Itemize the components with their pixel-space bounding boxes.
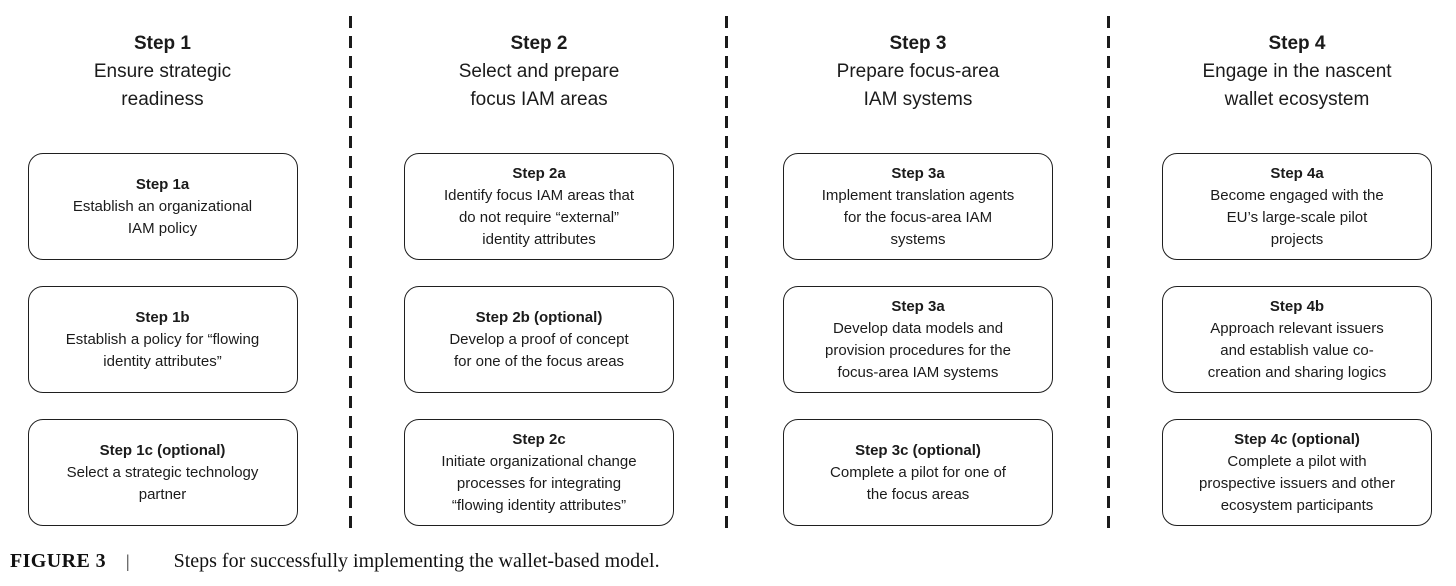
step-box-text: Implement translation agents for the foc… [821, 186, 1015, 248]
step-box-3b: Step 3a Develop data models and provisio… [783, 286, 1053, 393]
step-box-title: Step 1a [135, 175, 190, 193]
step-column-3: Step 3 Prepare focus-area IAM systems St… [727, 0, 1109, 540]
column-1-subtitle: Ensure strategic readiness [93, 61, 232, 110]
step-box-4a: Step 4a Become engaged with the EU’s lar… [1162, 153, 1432, 260]
step-box-text: Select a strategic technology partner [66, 463, 259, 503]
column-4-subtitle: Engage in the nascent wallet ecosystem [1202, 61, 1392, 110]
column-3-header: Step 3 Prepare focus-area IAM systems [837, 30, 1000, 114]
column-4-header: Step 4 Engage in the nascent wallet ecos… [1202, 30, 1391, 114]
step-box-title: Step 1c (optional) [99, 441, 226, 459]
column-4-boxes: Step 4a Become engaged with the EU’s lar… [1162, 153, 1432, 552]
step-box-3a: Step 3a Implement translation agents for… [783, 153, 1053, 260]
step-column-4: Step 4 Engage in the nascent wallet ecos… [1109, 0, 1456, 540]
step-box-title: Step 2a [512, 164, 566, 182]
step-column-1: Step 1 Ensure strategic readiness Step 1… [0, 0, 351, 540]
step-box-text: Complete a pilot for one of the focus ar… [830, 463, 1006, 503]
step-box-1c: Step 1c (optional) Select a strategic te… [27, 419, 298, 526]
figure-caption-label: FIGURE 3 [10, 550, 106, 572]
column-divider [349, 16, 352, 531]
step-box-1a: Step 1a Establish an organizational IAM … [27, 153, 298, 260]
column-1-boxes: Step 1a Establish an organizational IAM … [27, 153, 298, 552]
column-1-header: Step 1 Ensure strategic readiness [94, 30, 231, 114]
step-box-text: Establish an organizational IAM policy [72, 197, 253, 237]
column-2-title: Step 2 [510, 33, 568, 54]
figure-caption: FIGURE 3 | Steps for successfully implem… [10, 550, 660, 573]
column-1-title: Step 1 [133, 33, 191, 54]
step-box-title: Step 2b (optional) [475, 308, 603, 326]
step-box-title: Step 2c [512, 430, 566, 448]
column-divider [1107, 16, 1110, 531]
step-box-3c: Step 3c (optional) Complete a pilot for … [783, 419, 1053, 526]
step-box-title: Step 3a [891, 297, 945, 315]
step-box-text: Complete a pilot with prospective issuer… [1199, 452, 1395, 514]
column-2-boxes: Step 2a Identify focus IAM areas that do… [404, 153, 674, 552]
step-box-title: Step 1b [135, 308, 190, 326]
column-3-title: Step 3 [889, 33, 947, 54]
step-box-text: Develop data models and provision proced… [825, 319, 1011, 381]
step-box-2b: Step 2b (optional) Develop a proof of co… [404, 286, 674, 393]
step-box-text: Approach relevant issuers and establish … [1207, 319, 1387, 381]
step-box-title: Step 3c (optional) [855, 441, 981, 459]
step-columns: Step 1 Ensure strategic readiness Step 1… [0, 0, 1456, 540]
step-box-title: Step 4b [1269, 297, 1325, 315]
column-divider [725, 16, 728, 531]
column-3-subtitle: Prepare focus-area IAM systems [836, 61, 1000, 110]
step-box-text: Initiate organizational change processes… [441, 452, 637, 514]
figure-caption-separator: | [125, 551, 130, 571]
step-box-2c: Step 2c Initiate organizational change p… [404, 419, 674, 526]
step-box-title: Step 3a [891, 164, 945, 182]
figure-caption-text: Steps for successfully implementing the … [173, 550, 660, 572]
step-box-1b: Step 1b Establish a policy for “flowing … [27, 286, 298, 393]
column-4-title: Step 4 [1268, 33, 1326, 54]
column-2-header: Step 2 Select and prepare focus IAM area… [459, 30, 620, 114]
step-box-title: Step 4c (optional) [1234, 430, 1360, 448]
step-column-2: Step 2 Select and prepare focus IAM area… [351, 0, 727, 540]
step-box-2a: Step 2a Identify focus IAM areas that do… [404, 153, 674, 260]
step-box-text: Identify focus IAM areas that do not req… [443, 186, 635, 248]
column-3-boxes: Step 3a Implement translation agents for… [783, 153, 1053, 552]
step-box-text: Develop a proof of concept for one of th… [449, 330, 629, 370]
step-box-title: Step 4a [1270, 164, 1324, 182]
step-box-text: Become engaged with the EU’s large-scale… [1210, 186, 1384, 248]
column-2-subtitle: Select and prepare focus IAM areas [458, 61, 620, 110]
step-box-4b: Step 4b Approach relevant issuers and es… [1162, 286, 1432, 393]
step-box-4c: Step 4c (optional) Complete a pilot with… [1162, 419, 1432, 526]
step-box-text: Establish a policy for “flowing identity… [65, 330, 260, 370]
